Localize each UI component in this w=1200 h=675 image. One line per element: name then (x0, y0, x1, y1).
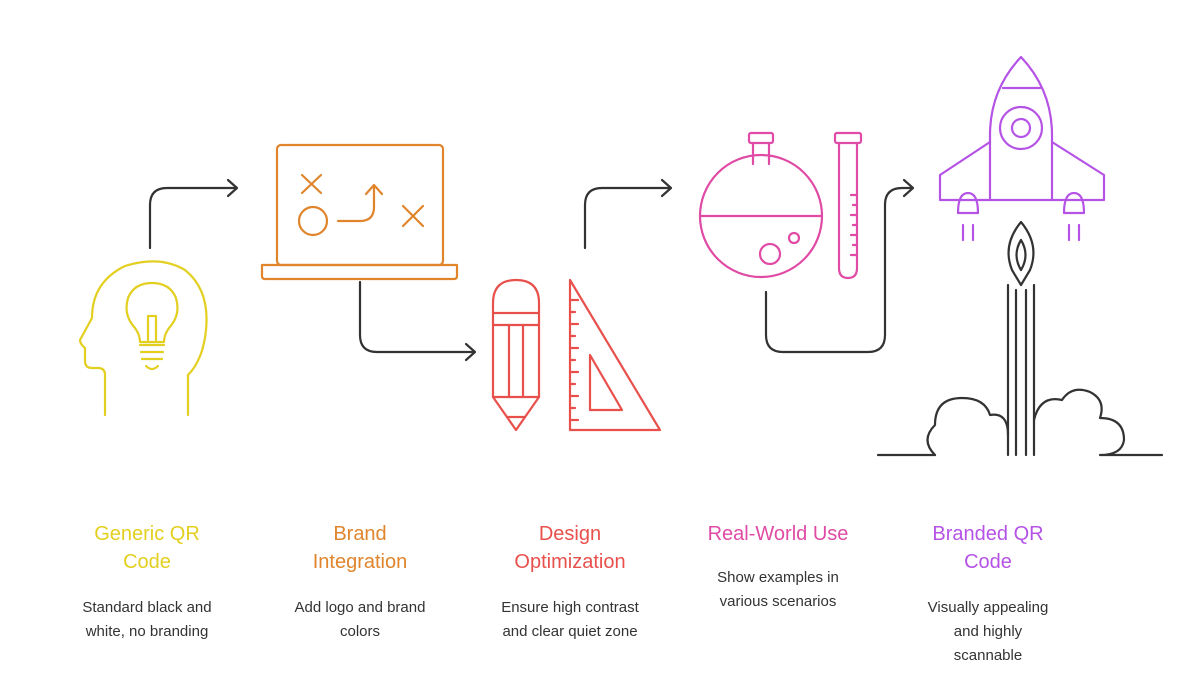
cloud-icon (876, 388, 1164, 457)
flask-icon (698, 131, 824, 279)
connector-arrow-3 (583, 178, 673, 250)
laptop-plan-icon (260, 143, 459, 281)
rocket-icon (938, 55, 1106, 242)
connector-arrow-1 (148, 178, 239, 250)
set-square-icon (568, 278, 662, 432)
connector-arrow-4 (764, 178, 915, 354)
rocket-flame-icon (1006, 220, 1036, 457)
head-lightbulb-icon (78, 260, 208, 417)
step-4-title: Real-World Use (708, 523, 849, 545)
connector-arrow-2 (358, 280, 477, 362)
test-tube-icon (833, 131, 863, 280)
pencil-icon (491, 278, 541, 432)
